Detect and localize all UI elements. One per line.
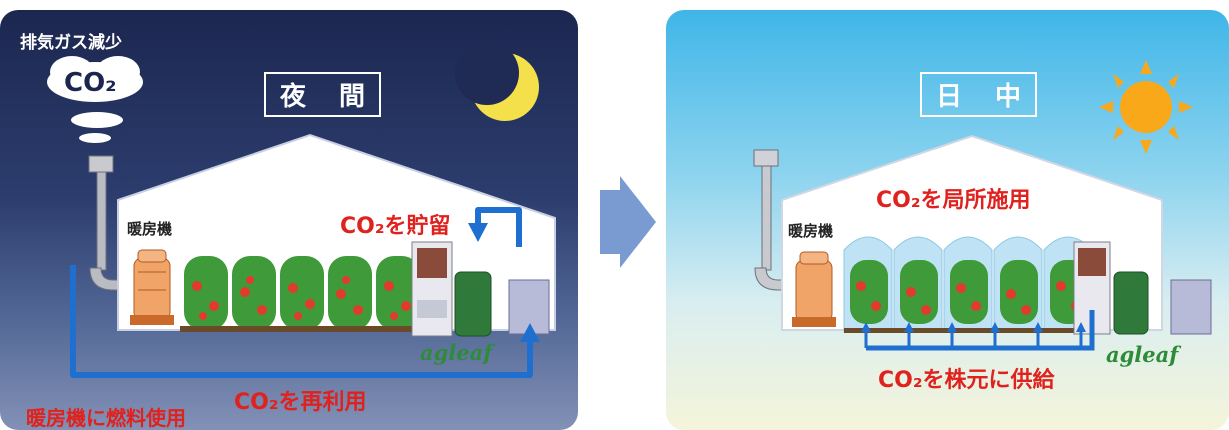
co2-local-label: CO₂を局所施用 [876, 188, 1031, 213]
co2-storage-unit-icon [411, 241, 492, 337]
night-illustration [47, 41, 556, 378]
up-arrow-icon [520, 323, 540, 342]
exhaust-cloud-icon [47, 56, 143, 143]
agleaf-logo: agleaf [1106, 342, 1179, 367]
tomato-plants-icon [180, 256, 424, 332]
night-panel: 排気ガス減少 CO₂ 夜 間 暖房機 CO₂を貯留 浄化 CO₂を再利用 暖房機… [0, 10, 578, 430]
heater-icon [130, 249, 174, 325]
co2-supply-duct-icon [866, 310, 1095, 351]
co2-cloud-label: CO₂ [64, 68, 117, 98]
period-label-day: 日 中 [920, 72, 1038, 117]
fuel-usage-label: 暖房機に燃料使用 [26, 406, 186, 430]
co2-reuse-label: CO₂を再利用 [234, 390, 367, 415]
sun-icon [1099, 60, 1193, 154]
co2-supply-label: CO₂を株元に供給 [878, 368, 1055, 393]
right-arrow-icon [600, 176, 656, 268]
day-illustration [753, 60, 1212, 351]
period-label-night: 夜 間 [264, 72, 382, 117]
agleaf-logo: agleaf [420, 340, 493, 365]
exhaust-label: 排気ガス減少 [20, 33, 122, 53]
heater-label: 暖房機 [127, 220, 173, 238]
purify-label: 浄化 [505, 250, 545, 274]
purifier-icon [1170, 279, 1212, 335]
co2-store-label: CO₂を貯留 [340, 214, 451, 239]
down-arrow-icon [468, 223, 488, 242]
heater-icon [792, 251, 836, 327]
heater-label: 暖房機 [788, 222, 834, 240]
up-arrow-icon [861, 322, 1086, 348]
co2-duct-icon [70, 207, 533, 378]
moon-icon [455, 41, 539, 121]
day-panel: 日 中 CO₂を局所施用 暖房機 CO₂を株元に供給 agleaf [666, 10, 1229, 430]
